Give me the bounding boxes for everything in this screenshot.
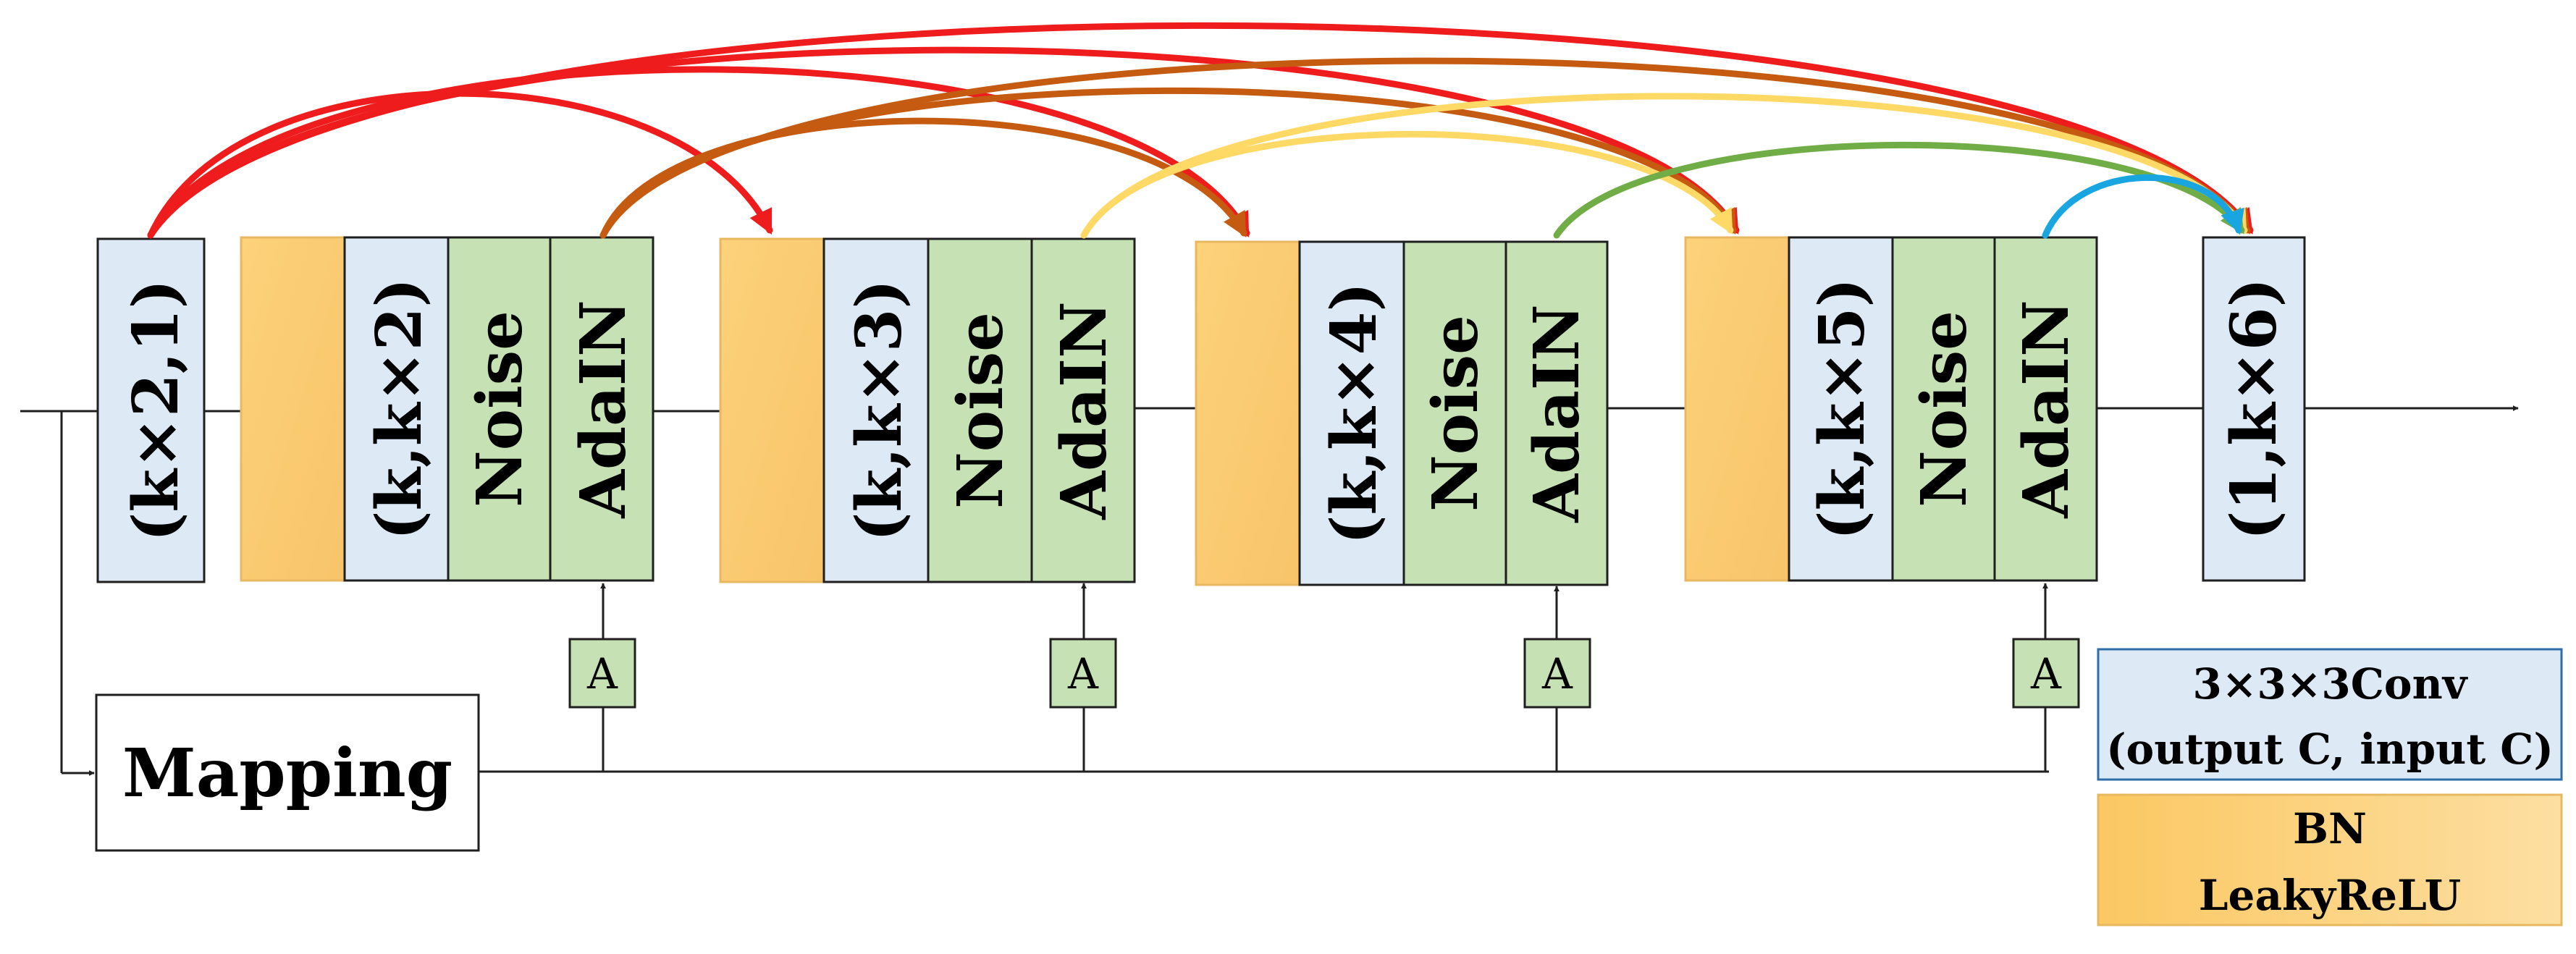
output-conv-label: (1,k×6) (2218, 278, 2291, 541)
skip-arc-yellow-to-output (1080, 93, 2248, 239)
style-a-3-label: A (1541, 649, 1573, 698)
stage-4-conv-label: (k,k×5) (1806, 278, 1879, 540)
stage-1-conv-label: (k,k×2) (363, 278, 436, 540)
legend: 3×3×3Conv (output C, input C) BN LeakyRe… (2097, 648, 2563, 926)
legend-bn-line2: LeakyReLU (2199, 871, 2461, 920)
stage-4-adain-label: AdaIN (2010, 300, 2083, 518)
stage-1: (k,k×2) Noise AdaIN (240, 236, 654, 582)
stage-1-noise-label: Noise (463, 311, 536, 507)
stage-3-adain-block (1504, 240, 1609, 586)
style-a-4: A (2012, 638, 2080, 709)
legend-conv-swatch (2097, 648, 2563, 781)
skip-arc-cyan-to-output (2042, 174, 2244, 239)
style-a-1: A (568, 638, 636, 709)
stage-4: (k,k×5) Noise AdaIN (1684, 236, 2098, 582)
skip-arc-red-to-stage3 (147, 66, 1250, 239)
skip-arc-red-to-stage4 (147, 46, 1740, 239)
bn-leakyrelu-block-2 (719, 237, 825, 583)
stage-3: (k,k×4) Noise AdaIN (1195, 240, 1609, 586)
stage-3-conv-label: (k,k×4) (1318, 282, 1391, 544)
mapping-label: Mapping (122, 734, 453, 812)
skip-arc-green-to-output (1553, 141, 2245, 239)
style-a-2: A (1049, 638, 1117, 709)
bn-leakyrelu-block-3 (1195, 240, 1301, 586)
legend-bn-line1: BN (2293, 804, 2367, 853)
legend-conv-line2: (output C, input C) (2106, 725, 2554, 774)
skip-connections (147, 22, 2254, 239)
style-a-1-label: A (586, 649, 618, 698)
stage-4-noise-label: Noise (1908, 311, 1981, 507)
stage-2-adain-label: AdaIN (1048, 301, 1121, 520)
style-a-3: A (1523, 638, 1591, 709)
style-a-4-label: A (2030, 649, 2062, 698)
mapping-block: Mapping (95, 693, 480, 852)
stage-2: (k,k×3) Noise AdaIN (719, 237, 1136, 583)
stage-2-conv-label: (k,k×3) (843, 279, 916, 541)
main-flow (20, 405, 2519, 776)
stage-3-adain-label: AdaIN (1520, 304, 1594, 523)
output-conv-block: (1,k×6) (2202, 236, 2306, 582)
stage-2-noise-label: Noise (944, 312, 1017, 509)
legend-conv-line1: 3×3×3Conv (2193, 659, 2469, 709)
input-conv-block: (k×2,1) (96, 237, 206, 583)
style-a-2-label: A (1067, 649, 1099, 698)
stage-2-adain-block (1030, 237, 1136, 583)
stage-4-adain-block (1993, 236, 2098, 582)
skip-arc-brown-to-output (599, 57, 2251, 239)
bn-leakyrelu-block-4 (1684, 236, 1790, 582)
stage-1-adain-block (549, 236, 654, 582)
stage-3-noise-label: Noise (1419, 315, 1492, 512)
bn-leakyrelu-block-1 (240, 236, 346, 582)
skip-arc-red-to-output (147, 22, 2254, 239)
input-conv-label: (k×2,1) (119, 279, 193, 542)
stage-1-adain-label: AdaIN (567, 300, 640, 518)
legend-bn-swatch (2097, 793, 2563, 926)
